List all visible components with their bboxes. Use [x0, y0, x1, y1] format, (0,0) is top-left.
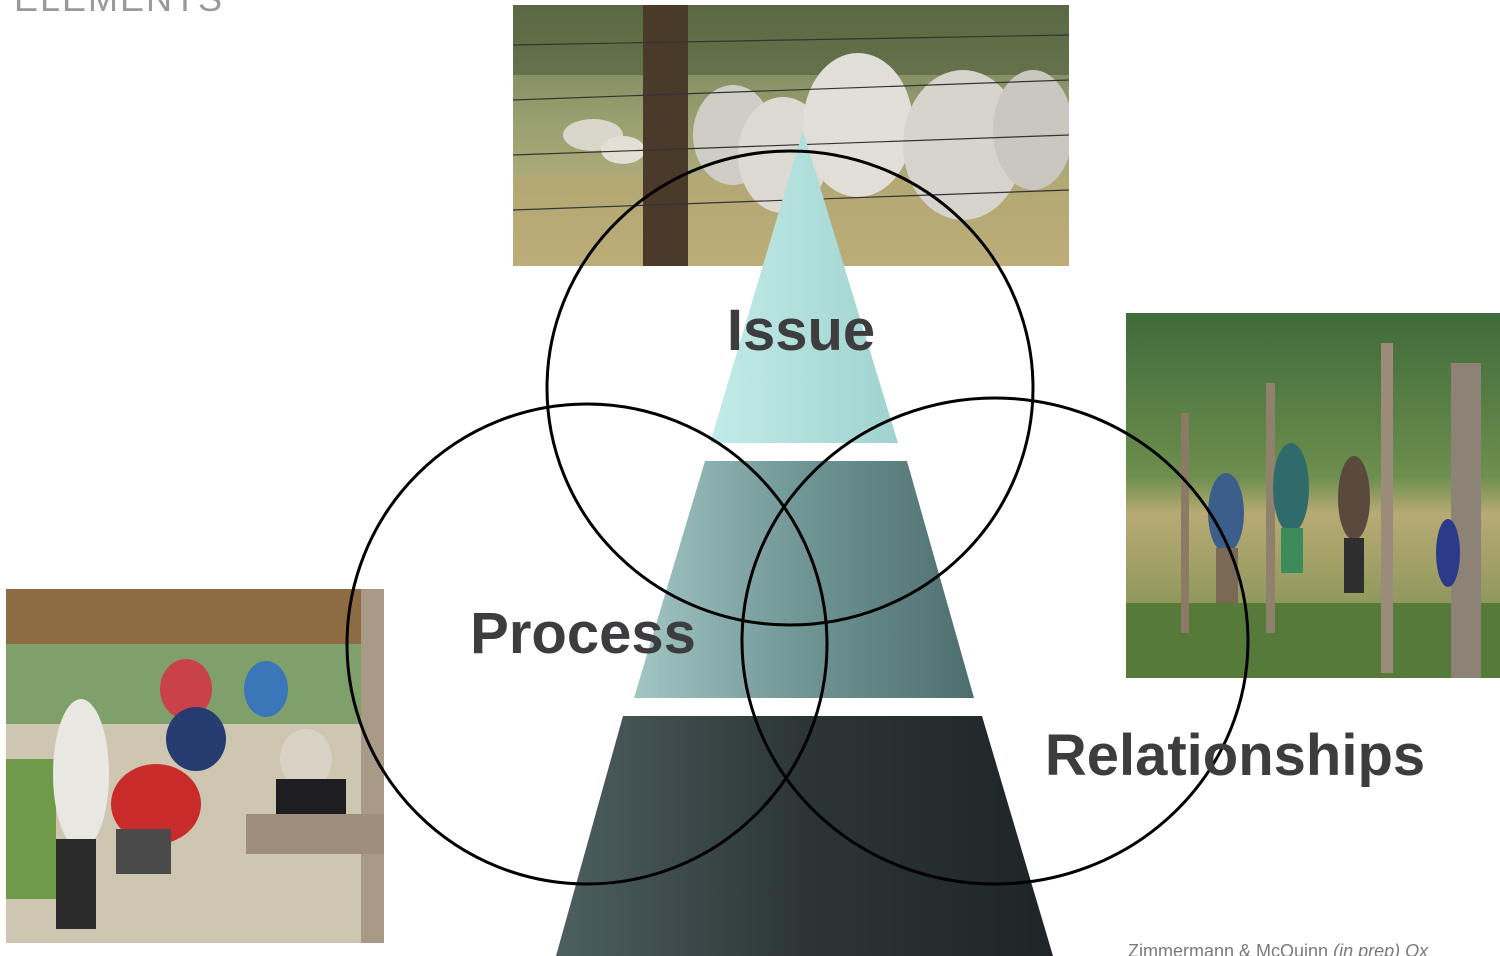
citation-status: (in prep)	[1333, 941, 1401, 956]
venn-circle-process	[345, 402, 829, 886]
pyramid-tier-bottom	[556, 716, 1053, 956]
process-label: Process	[470, 601, 696, 666]
pyramid-tier-middle	[634, 461, 974, 698]
citation-rest: Ox	[1400, 941, 1429, 956]
relationships-label: Relationships	[1045, 723, 1425, 788]
citation-authors: Zimmermann & McQuinn	[1128, 941, 1329, 956]
pyramid-tier-top	[710, 131, 898, 443]
issue-label: Issue	[727, 298, 875, 363]
venn-circle-issue	[545, 149, 1035, 627]
cattle-behind-fence-photo	[513, 5, 1069, 266]
venn-circle-relationships	[740, 396, 1250, 886]
group-looking-at-tablet-photo	[6, 589, 384, 943]
slide-title-fragment: ELEMENTS	[14, 0, 224, 20]
men-building-fence-photo	[1126, 313, 1500, 678]
citation: Zimmermann & McQuinn (in prep) Ox	[1128, 941, 1428, 956]
